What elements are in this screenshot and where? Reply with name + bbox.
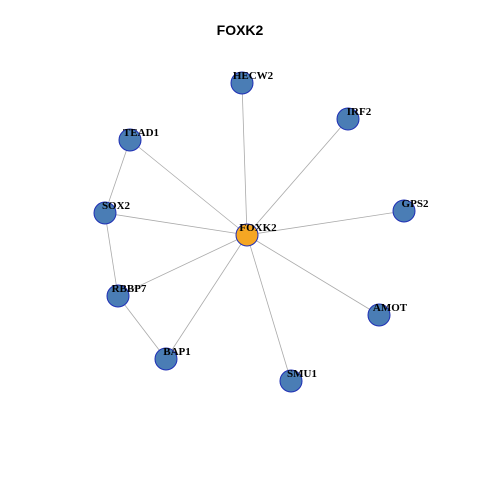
node-label-hecw2: HECW2 <box>233 70 274 82</box>
edge-foxk2-irf2 <box>246 118 349 236</box>
node-smu1 <box>279 369 303 393</box>
edge-foxk2-amot <box>246 234 380 316</box>
edge-foxk2-gps2 <box>246 210 405 236</box>
node-bap1 <box>154 347 178 371</box>
node-irf2 <box>336 107 360 131</box>
edge-rbbp7-bap1 <box>117 295 167 360</box>
edge-tead1-sox2 <box>104 139 131 214</box>
edge-foxk2-rbbp7 <box>117 234 248 297</box>
node-sox2 <box>93 201 117 225</box>
node-layer <box>93 71 416 393</box>
node-tead1 <box>118 128 142 152</box>
edge-layer <box>104 82 405 382</box>
edge-sox2-rbbp7 <box>104 212 119 297</box>
node-rbbp7 <box>106 284 130 308</box>
edge-foxk2-smu1 <box>246 234 292 382</box>
node-label-amot: AMOT <box>373 302 408 314</box>
node-foxk2 <box>235 223 259 247</box>
node-gps2 <box>392 199 416 223</box>
node-label-sox2: SOX2 <box>102 200 131 212</box>
node-label-gps2: GPS2 <box>402 198 429 210</box>
node-label-irf2: IRF2 <box>347 106 372 118</box>
node-hecw2 <box>230 71 254 95</box>
edge-foxk2-sox2 <box>104 212 248 236</box>
diagram-title: FOXK2 <box>217 22 264 38</box>
node-label-foxk2: FOXK2 <box>239 222 277 234</box>
edge-foxk2-tead1 <box>129 139 248 236</box>
node-label-rbbp7: RBBP7 <box>112 283 147 295</box>
node-label-smu1: SMU1 <box>287 368 317 380</box>
node-label-bap1: BAP1 <box>163 346 191 358</box>
edge-foxk2-bap1 <box>165 234 248 360</box>
node-amot <box>367 303 391 327</box>
edge-foxk2-hecw2 <box>241 82 248 236</box>
node-label-tead1: TEAD1 <box>123 127 159 139</box>
